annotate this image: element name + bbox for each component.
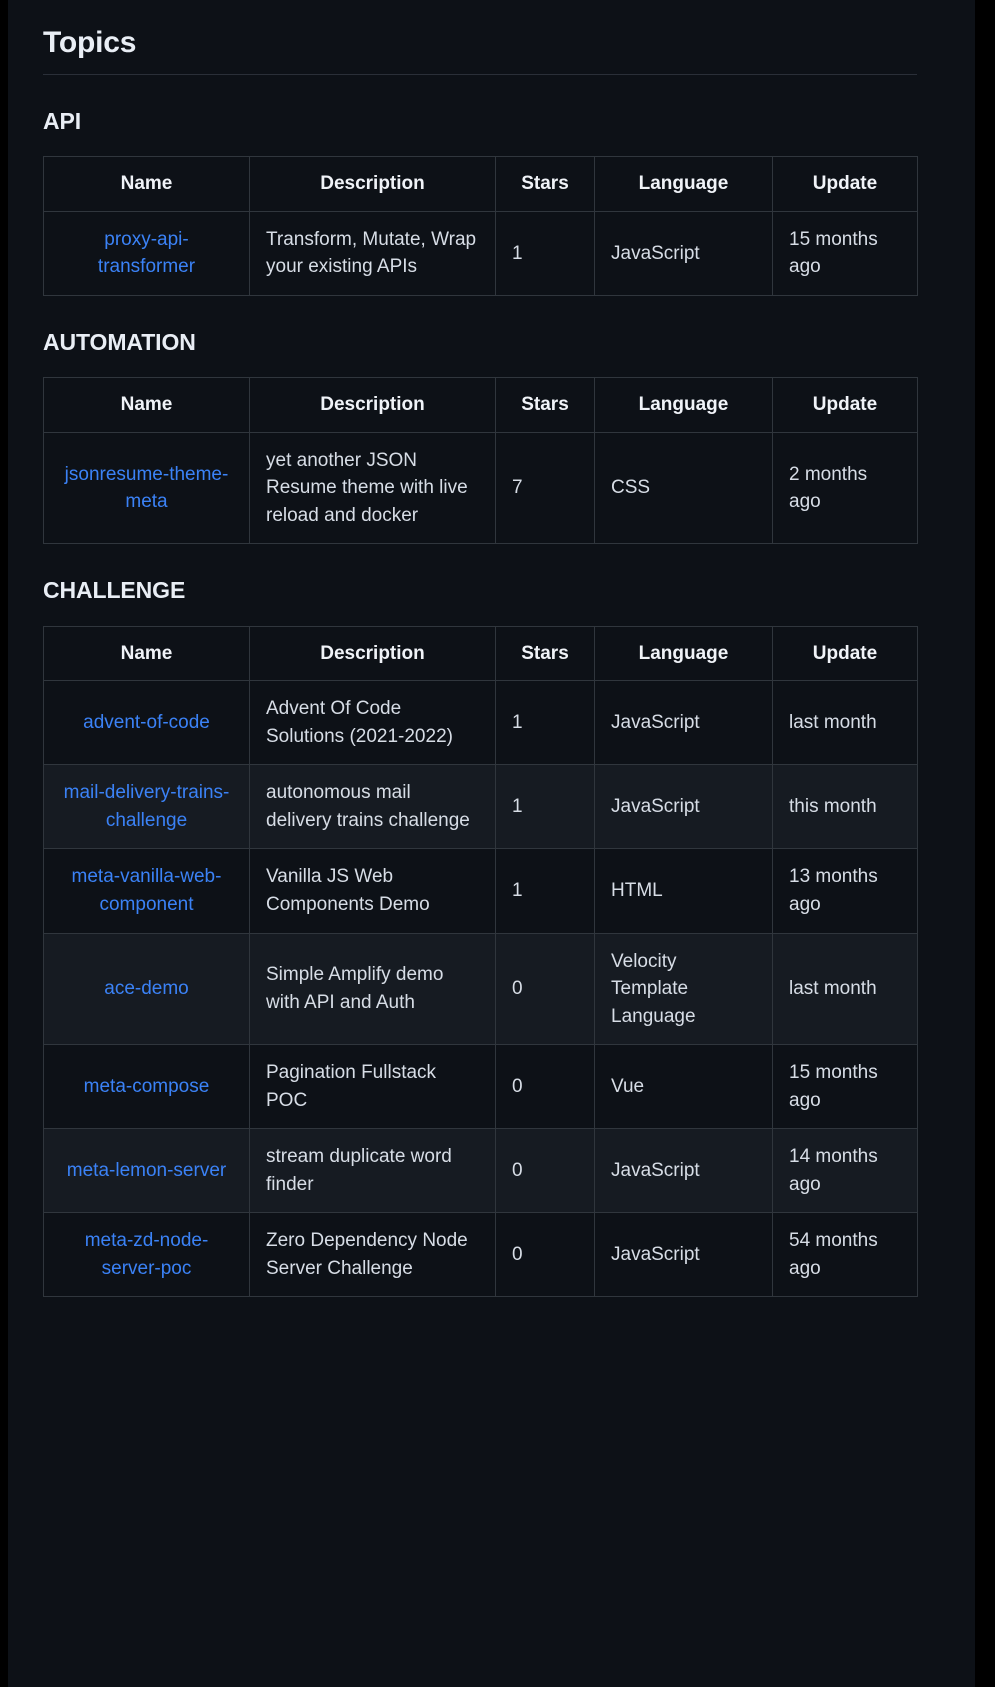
column-header-description: Description [249, 625, 496, 682]
cell-language: HTML [594, 848, 773, 934]
table-row: meta-vanilla-web-component Vanilla JS Web… [43, 848, 918, 934]
column-header-name: Name [43, 377, 250, 433]
column-header-update: Update [772, 625, 918, 682]
column-header-name: Name [43, 156, 250, 212]
cell-language: JavaScript [594, 1128, 773, 1214]
cell-name: meta-compose [43, 1044, 250, 1130]
topic-heading: API [43, 108, 82, 134]
column-header-stars: Stars [495, 377, 595, 433]
cell-description: autonomous mail delivery trains challeng… [249, 764, 496, 850]
column-header-stars: Stars [495, 156, 595, 212]
page-title: Topics [43, 26, 137, 59]
cell-name: meta-lemon-server [43, 1128, 250, 1214]
cell-description: Transform, Mutate, Wrap your existing AP… [249, 210, 496, 296]
cell-name: proxy-api-transformer [43, 210, 250, 296]
cell-language: Vue [594, 1044, 773, 1130]
cell-stars: 1 [495, 210, 595, 296]
cell-name: advent-of-code [43, 680, 250, 766]
repo-link[interactable]: mail-delivery-trains-challenge [63, 782, 230, 831]
table-row: advent-of-code Advent Of Code Solutions (… [43, 680, 918, 766]
cell-name: meta-vanilla-web-component [43, 848, 250, 934]
title-divider [43, 74, 917, 75]
cell-update: last month [772, 680, 918, 766]
column-header-language: Language [594, 156, 773, 212]
column-header-update: Update [772, 377, 918, 433]
column-header-language: Language [594, 377, 773, 433]
table-row: proxy-api-transformer Transform, Mutate, … [43, 210, 918, 296]
cell-name: mail-delivery-trains-challenge [43, 764, 250, 850]
column-header-description: Description [249, 156, 496, 212]
table-row: mail-delivery-trains-challenge autonomous… [43, 764, 918, 850]
cell-update: 2 months ago [772, 431, 918, 545]
cell-name: jsonresume-theme-meta [43, 431, 250, 545]
cell-description: Simple Amplify demo with API and Auth [249, 932, 496, 1046]
table-row: ace-demo Simple Amplify demo with API and… [43, 932, 918, 1046]
repo-link[interactable]: meta-lemon-server [66, 1160, 227, 1182]
cell-update: last month [772, 932, 918, 1046]
cell-stars: 7 [495, 431, 595, 545]
cell-description: Zero Dependency Node Server Challenge [249, 1212, 496, 1298]
cell-stars: 0 [495, 1212, 595, 1298]
cell-update: 54 months ago [772, 1212, 918, 1298]
cell-description: stream duplicate word finder [249, 1128, 496, 1214]
table-row: meta-lemon-server stream duplicate word f… [43, 1128, 918, 1214]
cell-description: Advent Of Code Solutions (2021-2022) [249, 680, 496, 766]
cell-stars: 1 [495, 848, 595, 934]
table-row: meta-zd-node-server-poc Zero Dependency N… [43, 1212, 918, 1298]
cell-stars: 0 [495, 1128, 595, 1214]
cell-description: Pagination Fullstack POC [249, 1044, 496, 1130]
cell-update: 15 months ago [772, 210, 918, 296]
repo-link[interactable]: meta-compose [83, 1075, 210, 1097]
repo-link[interactable]: jsonresume-theme-meta [64, 463, 229, 513]
cell-update: 15 months ago [772, 1044, 918, 1130]
cell-language: JavaScript [594, 210, 773, 296]
cell-description: yet another JSON Resume theme with live … [249, 431, 496, 545]
cell-update: this month [772, 764, 918, 850]
cell-language: Velocity Template Language [594, 932, 773, 1046]
column-header-language: Language [594, 625, 773, 682]
repo-link[interactable]: meta-vanilla-web-component [71, 866, 222, 915]
cell-name: meta-zd-node-server-poc [43, 1212, 250, 1298]
cell-name: ace-demo [43, 932, 250, 1046]
topic-heading: AUTOMATION [43, 328, 196, 355]
column-header-description: Description [249, 377, 496, 433]
cell-description: Vanilla JS Web Components Demo [249, 848, 496, 934]
cell-stars: 1 [495, 680, 595, 766]
cell-language: CSS [594, 431, 773, 545]
cell-update: 13 months ago [772, 848, 918, 934]
cell-stars: 0 [495, 1044, 595, 1130]
topic-heading: CHALLENGE [43, 577, 186, 604]
column-header-name: Name [43, 625, 250, 682]
cell-update: 14 months ago [772, 1128, 918, 1214]
repo-link[interactable]: ace-demo [104, 978, 189, 1000]
cell-stars: 0 [495, 932, 595, 1046]
column-header-stars: Stars [495, 625, 595, 682]
repo-link[interactable]: proxy-api-transformer [97, 228, 196, 278]
cell-language: JavaScript [594, 1212, 773, 1298]
cell-language: JavaScript [594, 680, 773, 766]
cell-stars: 1 [495, 764, 595, 850]
repo-link[interactable]: meta-zd-node-server-poc [84, 1230, 209, 1279]
column-header-update: Update [772, 156, 918, 212]
table-row: jsonresume-theme-meta yet another JSON Re… [43, 431, 918, 545]
repo-link[interactable]: advent-of-code [83, 712, 210, 734]
cell-language: JavaScript [594, 764, 773, 850]
